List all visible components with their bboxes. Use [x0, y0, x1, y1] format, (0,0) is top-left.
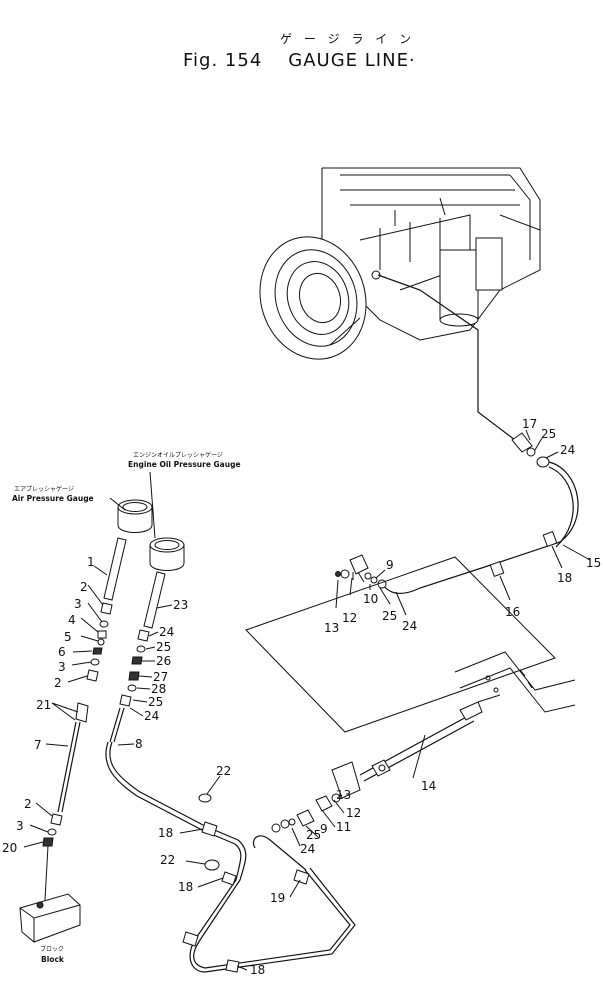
air-gauge-caption: Air Pressure Gauge: [12, 494, 94, 503]
bottom-piping: [182, 694, 501, 973]
engine-oil-tube: [377, 274, 516, 441]
callout-numbers: 17 25 24 15 18 9 10 13 12 25 24 16 1 2 3…: [2, 417, 601, 977]
air-pressure-gauge: [117, 499, 153, 533]
block-caption-jp: ブロック: [40, 945, 64, 953]
callout-2: 2: [24, 797, 32, 811]
oil-gauge-line-parts: [105, 571, 239, 845]
callout-18: 18: [557, 571, 572, 585]
leader-lines-left: [23, 565, 108, 848]
callout-12: 12: [342, 611, 357, 625]
block-caption: Block: [41, 955, 65, 964]
callout-18: 18: [178, 880, 193, 894]
oil-gauge-caption-jp: エンジンオイルプレッシャゲージ: [133, 451, 223, 459]
oil-gauge-caption: Engine Oil Pressure Gauge: [128, 460, 241, 469]
callout-24: 24: [144, 709, 159, 723]
callout-9: 9: [320, 822, 328, 836]
callout-25: 25: [382, 609, 397, 623]
callout-24: 24: [300, 842, 315, 856]
callout-3: 3: [74, 597, 82, 611]
frame-bracket: [454, 651, 576, 713]
callout-23: 23: [173, 598, 188, 612]
leader-lines-middle: [117, 604, 173, 746]
callout-22: 22: [160, 853, 175, 867]
callout-24: 24: [560, 443, 575, 457]
callout-6: 6: [58, 645, 66, 659]
callout-24: 24: [402, 619, 417, 633]
callout-3: 3: [58, 660, 66, 674]
callout-19: 19: [270, 891, 285, 905]
callout-8: 8: [135, 737, 143, 751]
callout-16: 16: [505, 605, 520, 619]
callout-13: 13: [336, 788, 351, 802]
figure-name: GAUGE LINE·: [288, 50, 416, 71]
callout-4: 4: [68, 613, 76, 627]
air-gauge-line-parts: [19, 537, 127, 943]
engine-oil-pressure-gauge: [149, 537, 185, 571]
callout-12: 12: [346, 806, 361, 820]
callout-10: 10: [363, 592, 378, 606]
callout-24: 24: [159, 625, 174, 639]
callout-5: 5: [64, 630, 72, 644]
callout-21: 21: [36, 698, 51, 712]
callout-25: 25: [148, 695, 163, 709]
figure-title: Fig. 154 GAUGE LINE·: [183, 50, 416, 71]
callout-11: 11: [336, 820, 351, 834]
figure-number: Fig. 154: [183, 50, 263, 71]
callout-25: 25: [541, 427, 556, 441]
callout-22: 22: [216, 764, 231, 778]
callout-18: 18: [158, 826, 173, 840]
callout-17: 17: [522, 417, 537, 431]
leader-lines-upper: [335, 429, 591, 616]
callout-2: 2: [80, 580, 88, 594]
title-katakana: ゲ ー ジ ラ イ ン: [280, 32, 416, 46]
callout-25: 25: [156, 640, 171, 654]
callout-3: 3: [16, 819, 24, 833]
upper-right-assembly: [335, 432, 579, 594]
callout-1: 1: [87, 555, 95, 569]
mounting-plate: [245, 556, 556, 733]
leader-lines-bottom: [179, 734, 426, 971]
callout-9: 9: [386, 558, 394, 572]
callout-14: 14: [421, 779, 436, 793]
callout-7: 7: [34, 738, 42, 752]
callout-20: 20: [2, 841, 17, 855]
callout-28: 28: [151, 682, 166, 696]
callout-27: 27: [153, 670, 168, 684]
callout-25: 25: [306, 828, 321, 842]
callout-13: 13: [324, 621, 339, 635]
callout-2: 2: [54, 676, 62, 690]
callout-26: 26: [156, 654, 171, 668]
callout-15: 15: [586, 556, 601, 570]
air-gauge-caption-jp: エアプレッシャゲージ: [14, 485, 74, 493]
callout-18: 18: [250, 963, 265, 977]
engine-illustration: [259, 167, 541, 360]
